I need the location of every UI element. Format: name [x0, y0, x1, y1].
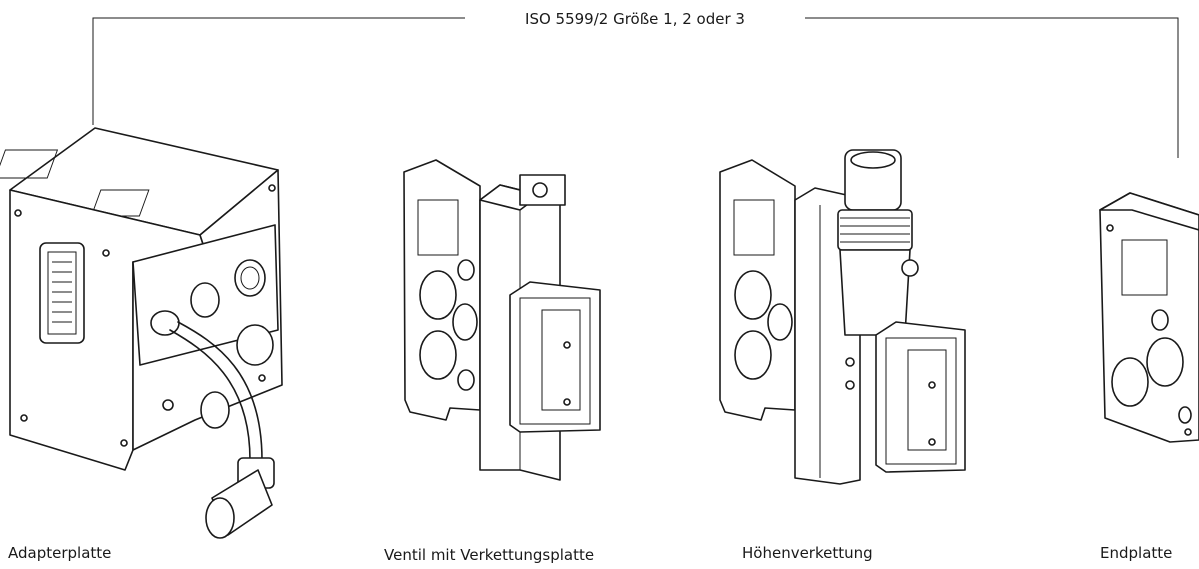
adapter-plate-drawing	[0, 127, 283, 539]
end-plate-drawing	[1099, 192, 1199, 443]
height-linking-drawing	[719, 149, 966, 485]
label-height-linking: Höhenverkettung	[742, 544, 873, 562]
iso-size-label: ISO 5599/2 Größe 1, 2 oder 3	[465, 10, 805, 28]
label-end-plate: Endplatte	[1100, 544, 1173, 562]
valve-with-linking-plate-drawing	[403, 159, 601, 481]
label-valve-linking-plate: Ventil mit Verkettungsplatte	[384, 546, 595, 564]
label-adapter-plate: Adapterplatte	[8, 544, 112, 562]
bracket-line	[92, 17, 1179, 158]
